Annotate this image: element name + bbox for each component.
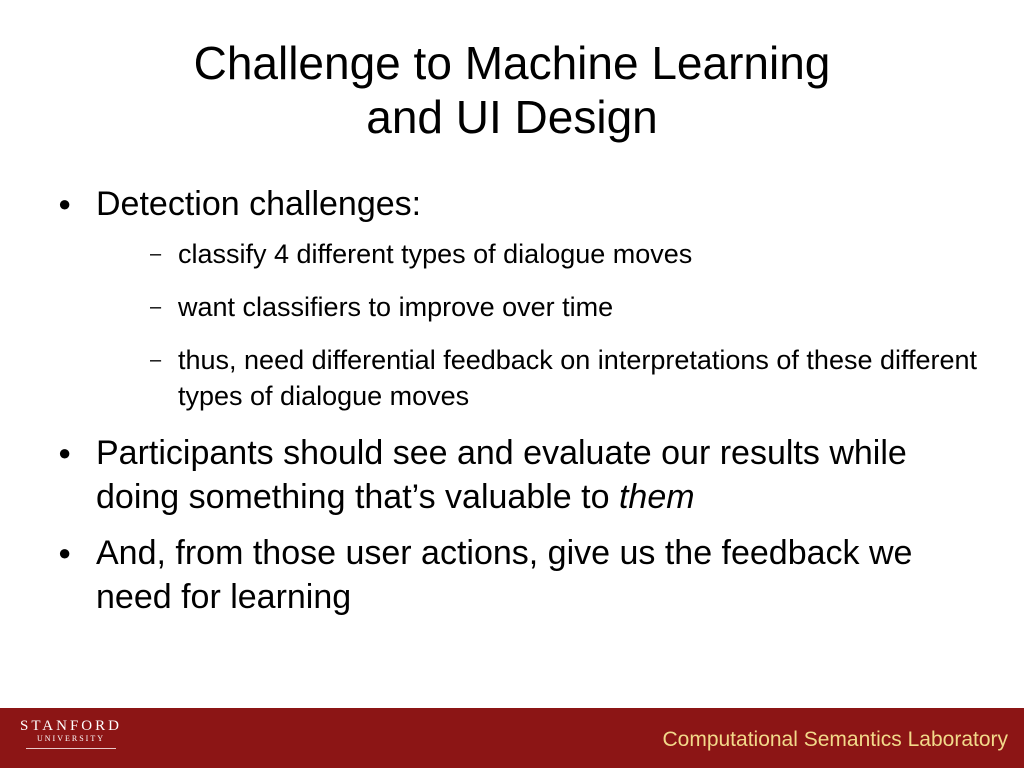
stanford-logo: STANFORD UNIVERSITY	[16, 718, 126, 749]
sub-bullet-list: – classify 4 different types of dialogue…	[138, 236, 978, 414]
logo-line-1: STANFORD	[20, 718, 122, 734]
bullet-emphasis: them	[618, 478, 695, 516]
bullet-dot-icon: ●	[58, 440, 72, 465]
sub-bullet-text: want classifiers to improve over time	[178, 292, 614, 322]
dash-icon: –	[150, 296, 162, 318]
sub-bullet-item: – want classifiers to improve over time	[138, 289, 978, 325]
dash-icon: –	[150, 243, 162, 265]
slide-title: Challenge to Machine Learning and UI Des…	[0, 36, 1024, 144]
bullet-text: And, from those user actions, give us th…	[96, 534, 913, 616]
bullet-user-actions: ● And, from those user actions, give us …	[58, 531, 978, 619]
lab-name: Computational Semantics Laboratory	[662, 728, 1008, 751]
bullet-text: Participants should see and evaluate our…	[96, 434, 907, 516]
title-line-1: Challenge to Machine Learning	[193, 37, 831, 89]
footer-bar: STANFORD UNIVERSITY Computational Semant…	[0, 708, 1024, 768]
sub-bullet-item: – classify 4 different types of dialogue…	[138, 236, 978, 272]
logo-divider	[26, 748, 116, 749]
sub-bullet-text: classify 4 different types of dialogue m…	[178, 239, 693, 269]
sub-bullet-text: thus, need differential feedback on inte…	[178, 345, 978, 411]
dash-icon: –	[150, 349, 162, 371]
bullet-detection-challenges: ● Detection challenges: – classify 4 dif…	[58, 182, 978, 414]
title-line-2: and UI Design	[366, 91, 658, 143]
bullet-participants: ● Participants should see and evaluate o…	[58, 431, 978, 519]
bullet-dot-icon: ●	[58, 540, 72, 565]
slide-content: ● Detection challenges: – classify 4 dif…	[58, 182, 978, 619]
bullet-text: Detection challenges:	[96, 185, 422, 223]
logo-line-2: UNIVERSITY	[37, 734, 105, 743]
sub-bullet-item: – thus, need differential feedback on in…	[138, 342, 978, 414]
bullet-dot-icon: ●	[58, 191, 72, 216]
